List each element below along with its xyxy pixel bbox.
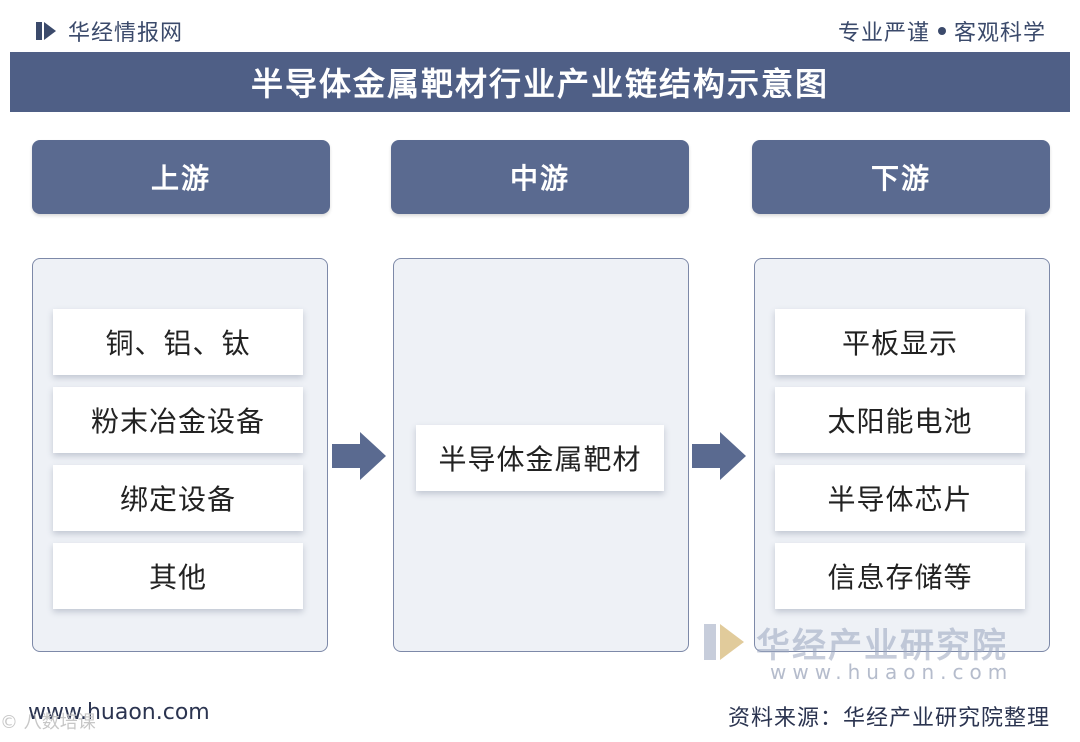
downstream-item: 信息存储等	[775, 543, 1025, 609]
brand-name: 华经情报网	[68, 21, 184, 46]
upstream-item: 铜、铝、钛	[53, 309, 303, 375]
page-title: 半导体金属靶材行业产业链结构示意图	[250, 65, 829, 103]
slogan-right: 客观科学	[953, 21, 1046, 46]
arrow-right-icon	[692, 432, 746, 480]
title-bar: 半导体金属靶材行业产业链结构示意图	[10, 52, 1070, 112]
watermark-brand: 华经产业研究院	[700, 612, 1008, 672]
upstream-item: 绑定设备	[53, 465, 303, 531]
arrow-right-icon	[332, 432, 386, 480]
downstream-item: 平板显示	[775, 309, 1025, 375]
downstream-panel: 平板显示 太阳能电池 半导体芯片 信息存储等	[754, 258, 1050, 652]
brand: 华经情报网	[34, 16, 183, 46]
slogan-dot	[937, 27, 946, 35]
upstream-label: 上游	[150, 162, 211, 195]
footer-source: 资料来源：华经产业研究院整理	[727, 706, 1050, 731]
midstream-header: 中游	[391, 140, 689, 214]
midstream-item: 半导体金属靶材	[416, 425, 664, 491]
downstream-item: 太阳能电池	[775, 387, 1025, 453]
midstream-panel: 半导体金属靶材	[393, 258, 689, 652]
watermark-logo-icon	[704, 624, 744, 660]
brand-logo-icon	[36, 22, 56, 40]
watermark-url: www.huaon.com	[770, 660, 1014, 684]
downstream-label: 下游	[870, 162, 931, 195]
downstream-header: 下游	[752, 140, 1050, 214]
midstream-label: 中游	[509, 162, 570, 195]
corner-watermark: © 八数培课	[0, 712, 96, 733]
slogan: 专业严谨 客观科学	[838, 16, 1046, 46]
slogan-left: 专业严谨	[837, 21, 930, 46]
upstream-item: 其他	[53, 543, 303, 609]
upstream-item: 粉末冶金设备	[53, 387, 303, 453]
upstream-header: 上游	[32, 140, 330, 214]
watermark-brand-name: 华经产业研究院	[756, 625, 1008, 666]
downstream-item: 半导体芯片	[775, 465, 1025, 531]
footer-website: www.huaon.com	[28, 700, 210, 725]
upstream-panel: 铜、铝、钛 粉末冶金设备 绑定设备 其他	[32, 258, 328, 652]
